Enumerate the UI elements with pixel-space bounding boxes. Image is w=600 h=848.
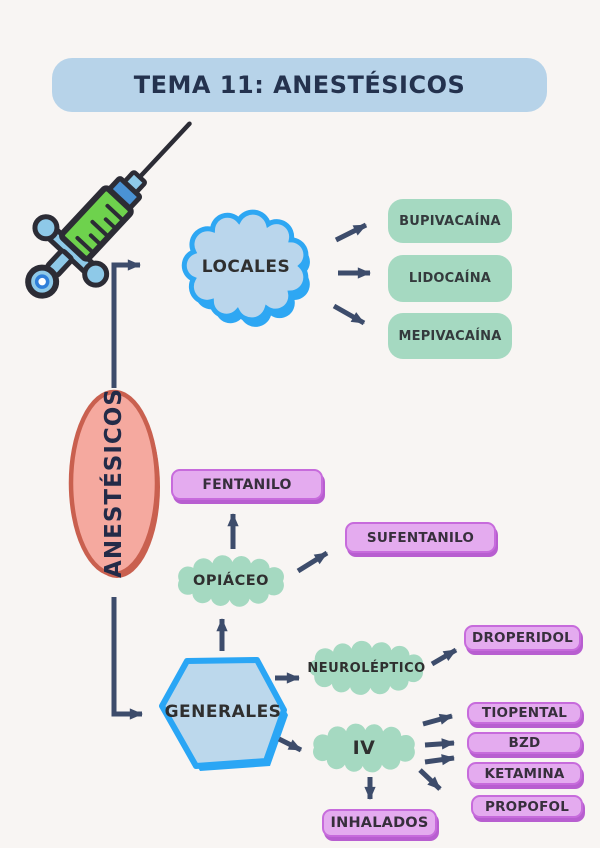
title-banner: TEMA 11: ANESTÉSICOS	[52, 58, 547, 112]
arrow-locales-to-mepivacaina	[332, 303, 366, 326]
node-tiopental: TIOPENTAL	[467, 702, 582, 724]
node-generales: GENERALES	[164, 702, 282, 722]
node-droperidol: DROPERIDOL	[464, 625, 581, 651]
node-propofol: PROPOFOL	[471, 795, 583, 818]
arrow-opiaceo-to-sufentanilo	[296, 550, 329, 574]
node-bzd: BZD	[467, 732, 582, 754]
node-bupivacaina: BUPIVACAÍNA	[388, 199, 512, 243]
arrow-iv-to-bzd	[424, 738, 455, 750]
node-fentanilo: FENTANILO	[171, 469, 323, 500]
opiaceo-blob	[177, 555, 284, 607]
arrow-layer	[111, 222, 458, 800]
arrow-iv-to-propofol	[418, 768, 442, 791]
node-inhalados: INHALADOS	[322, 809, 437, 837]
arrow-root-to-generales	[111, 597, 143, 720]
node-iv: IV	[352, 737, 376, 759]
root-ellipse	[68, 389, 160, 578]
syringe-icon	[25, 121, 192, 299]
root-node-label: ANESTÉSICOS	[101, 388, 127, 578]
locales-cloud	[181, 209, 310, 327]
arrow-locales-to-bupivacaina	[334, 222, 368, 243]
node-opiaceo: OPIÁCEO	[193, 573, 269, 589]
iv-blob	[313, 723, 415, 773]
arrow-root-to-locales	[111, 259, 141, 388]
arrow-generales-to-iv	[277, 736, 303, 753]
node-lidocaina: LIDOCAÍNA	[388, 255, 512, 302]
node-neuroleptico: NEUROLÉPTICO	[307, 661, 426, 676]
arrow-neuroleptico-to-droperidol	[430, 647, 458, 667]
arrow-iv-to-tiopental	[422, 713, 453, 727]
node-sufentanilo: SUFENTANILO	[345, 522, 496, 553]
page-title: TEMA 11: ANESTÉSICOS	[133, 71, 466, 99]
node-locales: LOCALES	[201, 257, 291, 277]
node-mepivacaina: MEPIVACAÍNA	[388, 313, 512, 359]
generales-hexagon	[159, 657, 288, 771]
arrow-iv-to-ketamina	[424, 754, 455, 766]
neuroleptico-blob	[308, 640, 424, 695]
node-ketamina: KETAMINA	[467, 762, 582, 785]
